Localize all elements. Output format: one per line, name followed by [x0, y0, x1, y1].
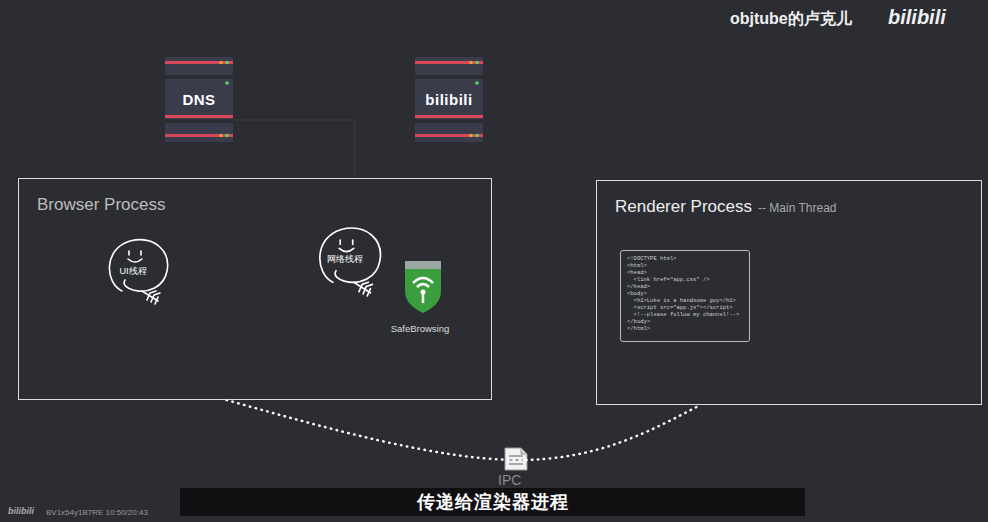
code-line: <script src="app.js"></script> — [627, 304, 737, 311]
faint-line — [232, 120, 355, 121]
code-line: </body> — [627, 318, 737, 325]
safebrowsing-shield: SafeBrowsing — [388, 257, 458, 335]
web-server: bilibili — [415, 57, 483, 142]
ipc-connector — [227, 400, 701, 460]
code-line: </head> — [627, 283, 737, 290]
site-logo: bilibili — [888, 6, 946, 29]
node-label: bilibili — [425, 91, 472, 108]
code-line: <body> — [627, 290, 737, 297]
node-label: 网络线程 — [327, 254, 363, 265]
ipc-label: IPC — [498, 472, 521, 488]
process-title: Browser Process — [37, 195, 165, 215]
code-snippet: <!DOCTYPE html><html><head> <link href="… — [620, 250, 750, 342]
dns-server: DNS — [165, 57, 233, 142]
node-label: DNS — [182, 91, 215, 108]
video-id-time: BV1x54y1B7RE 10:50/20:43 — [46, 508, 148, 517]
faint-line — [355, 120, 356, 178]
code-line: <!DOCTYPE html> — [627, 255, 737, 262]
code-line: </html> — [627, 325, 737, 332]
code-line: <html> — [627, 262, 737, 269]
code-line: <!--please follow my channel!--> — [627, 311, 737, 318]
process-box: Renderer Process -- Main Thread <!DOCTYPE … — [596, 180, 982, 405]
node-label: UI线程 — [120, 266, 147, 277]
process-box: Browser ProcessUI线程 网络线程 SafeBrowsing — [18, 178, 492, 400]
code-line: <head> — [627, 269, 737, 276]
node-label: SafeBrowsing — [391, 323, 450, 335]
channel-watermark: objtube的卢克儿 — [730, 9, 852, 30]
thread-doodle: UI线程 — [100, 233, 172, 305]
thread-subtitle: -- Main Thread — [758, 201, 836, 215]
site-logo: bilibili — [8, 506, 34, 516]
code-line: <link href="app.css" /> — [627, 276, 737, 283]
thread-doodle: 网络线程 — [310, 221, 385, 297]
process-title: Renderer Process — [615, 197, 752, 217]
code-line: <h1>Luke is a handsome guy</h1> — [627, 297, 737, 304]
subtitle-text: 传递给渲染器进程 — [417, 490, 569, 514]
subtitle-bar: 传递给渲染器进程 — [180, 488, 805, 516]
